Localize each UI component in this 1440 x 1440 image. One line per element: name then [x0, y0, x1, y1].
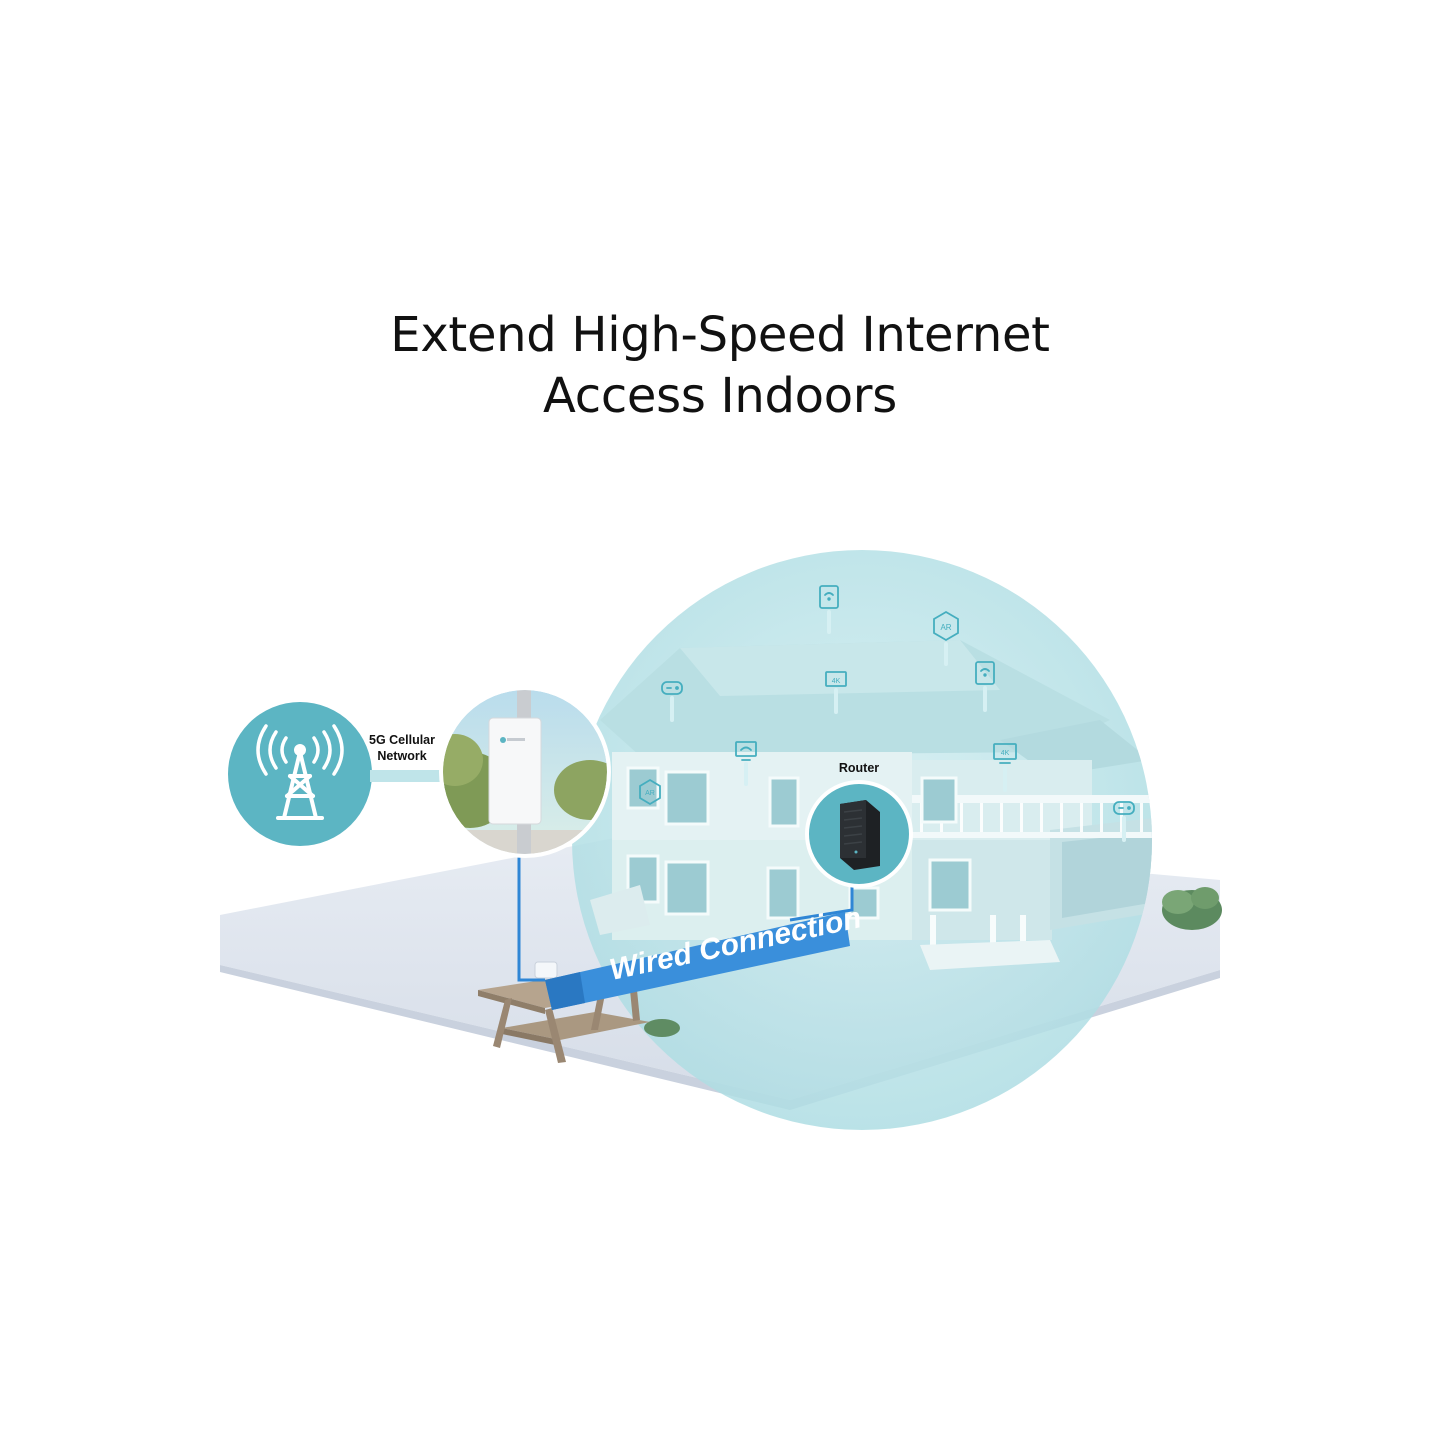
gamepad-right-icon: [1113, 801, 1135, 842]
device-logo-icon: [500, 737, 506, 743]
cellular-label-line-1: 5G Cellular: [369, 733, 435, 747]
power-adapter: [534, 961, 558, 979]
headline: Extend High-Speed Internet Access Indoor…: [0, 305, 1440, 427]
headline-line-1: Extend High-Speed Internet: [390, 307, 1050, 363]
headline-line-2: Access Indoors: [543, 368, 897, 424]
cellular-label-line-2: Network: [377, 749, 426, 763]
tv-4k-icon: 4K: [825, 671, 847, 714]
router-label: Router: [839, 761, 879, 775]
ar-badge-label: AR: [940, 623, 951, 632]
wired-connection-cable: [517, 850, 854, 982]
gamepad-icon: [661, 681, 683, 722]
shrub: [1162, 887, 1222, 930]
router-device-icon: [840, 800, 880, 870]
tablet-wifi-icon: [819, 585, 839, 634]
ar-left-badge-label: AR: [645, 790, 655, 797]
cellular-link: [370, 770, 450, 782]
router-badge: [805, 780, 913, 888]
cellular-tower-badge: [228, 702, 372, 846]
signal-waves-icon: [256, 724, 344, 776]
cell-tower-icon: [276, 744, 324, 820]
small-plant: [644, 1019, 680, 1037]
tv-4k-center-label: 4K: [832, 678, 841, 685]
tv-4k-right-label: 4K: [1001, 750, 1010, 757]
ar-headset-icon: AR: [933, 610, 959, 666]
tablet-wifi-right-icon: [975, 661, 995, 712]
outdoor-5g-device-photo: [439, 686, 611, 858]
ar-headset-left-icon: AR: [639, 778, 661, 806]
monitor-wifi-icon: [735, 741, 757, 786]
tv-4k-right-icon: 4K: [993, 743, 1017, 792]
